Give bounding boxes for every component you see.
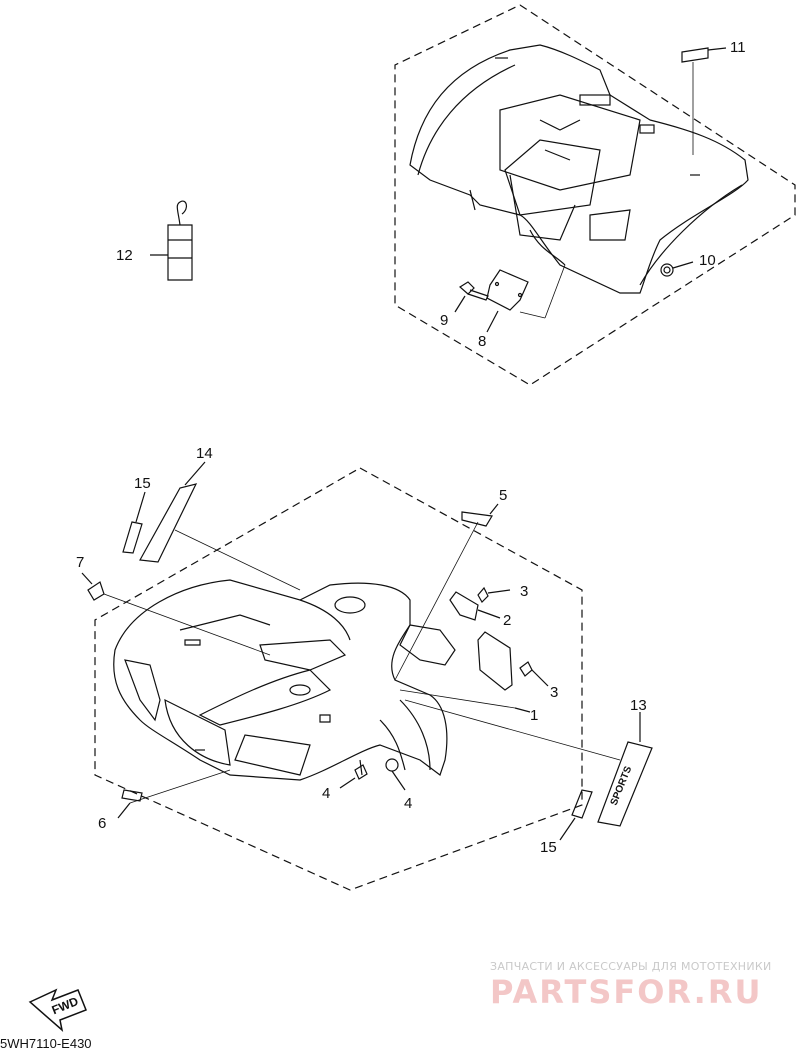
tag-12 xyxy=(150,200,193,281)
decal-15-left xyxy=(122,491,146,554)
fwd-arrow-icon: FWD xyxy=(28,988,87,1033)
callout-3a: 3 xyxy=(520,583,528,600)
callout-2: 2 xyxy=(503,612,511,629)
callout-10: 10 xyxy=(699,252,716,269)
callout-5: 5 xyxy=(499,487,507,504)
rear-fender-group-boundary xyxy=(394,4,796,386)
callout-13: 13 xyxy=(630,697,647,714)
callout-15a: 15 xyxy=(134,475,151,492)
grommet-10 xyxy=(660,261,694,277)
callout-9: 9 xyxy=(440,312,448,329)
callout-3b: 3 xyxy=(550,684,558,701)
bolt-9 xyxy=(454,281,489,313)
callout-15b: 15 xyxy=(540,839,557,856)
callout-4b: 4 xyxy=(404,795,412,812)
bolt-3a xyxy=(477,586,511,603)
diagram-code: 5WH7110-E430 xyxy=(0,1036,92,1051)
bolt-3b xyxy=(519,661,549,687)
callout-8: 8 xyxy=(478,333,486,350)
label-6 xyxy=(117,769,231,819)
front-fender xyxy=(113,579,448,781)
watermark-tagline: ЗАПЧАСТИ И АКСЕССУАРЫ ДЛЯ МОТОТЕХНИКИ xyxy=(490,960,772,973)
plate-8 xyxy=(486,264,566,333)
callout-6: 6 xyxy=(98,815,106,832)
emblem-7 xyxy=(81,572,271,656)
callout-12: 12 xyxy=(116,247,133,264)
bracket-1 xyxy=(399,624,531,713)
callout-1: 1 xyxy=(530,707,538,724)
plate-2 xyxy=(449,591,501,621)
decal-14 xyxy=(139,461,301,591)
decal-13: SPORTS xyxy=(404,699,653,827)
rear-fender xyxy=(409,44,749,294)
front-fender-group-boundary xyxy=(94,467,583,891)
plate-lower xyxy=(477,631,513,691)
callout-4a: 4 xyxy=(322,785,330,802)
label-5 xyxy=(394,503,499,681)
decal-15-right xyxy=(559,789,593,841)
bolt-4a xyxy=(339,764,368,789)
bolt-4b xyxy=(385,758,406,791)
watermark-brand: PARTSFOR.RU xyxy=(490,973,762,1011)
callout-7: 7 xyxy=(76,554,84,571)
label-11 xyxy=(681,47,727,155)
callout-14: 14 xyxy=(196,445,213,462)
callout-11: 11 xyxy=(730,39,746,56)
